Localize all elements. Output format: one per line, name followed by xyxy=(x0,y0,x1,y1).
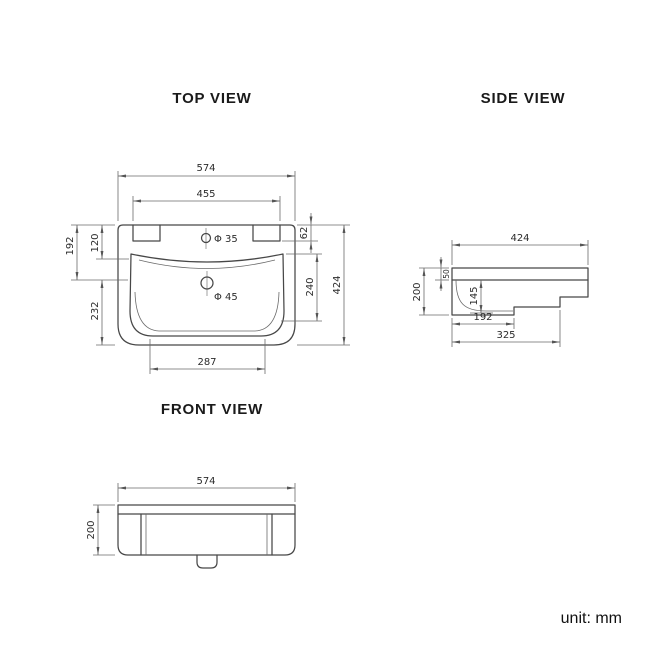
basin-outline-top xyxy=(117,224,296,346)
drain-hole xyxy=(200,276,214,290)
dim-label: 240 xyxy=(305,277,316,296)
dim-label: 62 xyxy=(299,227,310,240)
dim-top-overall-depth: 424 xyxy=(297,224,350,346)
dim-label: 120 xyxy=(90,233,101,252)
dim-top-bowl-depth: 240 xyxy=(281,253,322,322)
front-view: FRONT VIEW 574 200 xyxy=(86,401,296,569)
dim-side-overall-depth: 424 xyxy=(451,233,589,265)
dim-label: 455 xyxy=(196,189,215,200)
dim-label: 574 xyxy=(196,163,215,174)
dim-top-drain-to-front: 232 xyxy=(90,280,115,346)
front-view-object xyxy=(117,504,296,569)
dim-side-bowl-inner-depth: 145 xyxy=(469,280,493,314)
top-view-dimensions: 574 455 62 192 xyxy=(65,163,350,374)
bowl-inner-edge xyxy=(138,259,276,269)
dim-front-overall-width: 574 xyxy=(117,476,296,502)
dim-label: 50 xyxy=(442,269,451,279)
dim-label: 200 xyxy=(86,520,97,539)
side-view-dimensions: 424 200 50 145 xyxy=(412,233,589,347)
dim-side-overall-height: 200 xyxy=(412,267,449,316)
basin-outline-side xyxy=(451,267,589,316)
front-view-dimensions: 574 200 xyxy=(86,476,296,556)
top-view: TOP VIEW Φ 35 Φ 45 574 xyxy=(65,90,350,374)
dim-label: 287 xyxy=(197,357,216,368)
dim-label: 200 xyxy=(412,282,423,301)
drain-stub xyxy=(196,554,218,569)
deck-notch-left xyxy=(132,224,161,242)
unit-note: unit: mm xyxy=(561,610,622,627)
bowl-profile-inner xyxy=(455,279,513,312)
faucet-hole-label: Φ 35 xyxy=(214,234,238,245)
side-view-title: SIDE VIEW xyxy=(481,90,566,107)
dim-top-back-to-drain: 192 xyxy=(65,224,128,281)
dim-label: 192 xyxy=(473,312,492,323)
dim-label: 325 xyxy=(496,330,515,341)
dim-label: 424 xyxy=(332,275,343,294)
basin-outline-front xyxy=(117,504,296,556)
dim-side-rim-thickness: 50 xyxy=(435,257,451,291)
dim-top-rim-to-drain: 120 xyxy=(90,225,129,260)
front-view-title: FRONT VIEW xyxy=(161,401,263,418)
drain-hole-label: Φ 45 xyxy=(214,292,238,303)
dim-label: 192 xyxy=(65,236,76,255)
side-view: SIDE VIEW 424 200 xyxy=(412,90,589,347)
dim-label: 424 xyxy=(510,233,529,244)
dim-side-base-depth: 325 xyxy=(452,310,561,347)
dim-top-overall-width: 574 xyxy=(117,163,296,221)
top-view-title: TOP VIEW xyxy=(172,90,251,107)
top-view-object: Φ 35 Φ 45 xyxy=(117,224,296,346)
faucet-hole xyxy=(200,232,212,244)
dim-top-bowl-bottom-width: 287 xyxy=(149,339,266,374)
dim-label: 145 xyxy=(469,286,480,305)
dim-label: 574 xyxy=(196,476,215,487)
dim-top-rim-depth: 62 xyxy=(282,213,318,253)
side-view-object xyxy=(451,267,589,316)
dim-top-inner-width: 455 xyxy=(132,189,281,221)
deck-notch-right xyxy=(252,224,281,242)
dim-label: 232 xyxy=(90,301,101,320)
bowl-outline xyxy=(129,253,285,337)
dim-front-overall-height: 200 xyxy=(86,504,115,556)
bowl-bottom-inner-edge xyxy=(134,291,280,332)
